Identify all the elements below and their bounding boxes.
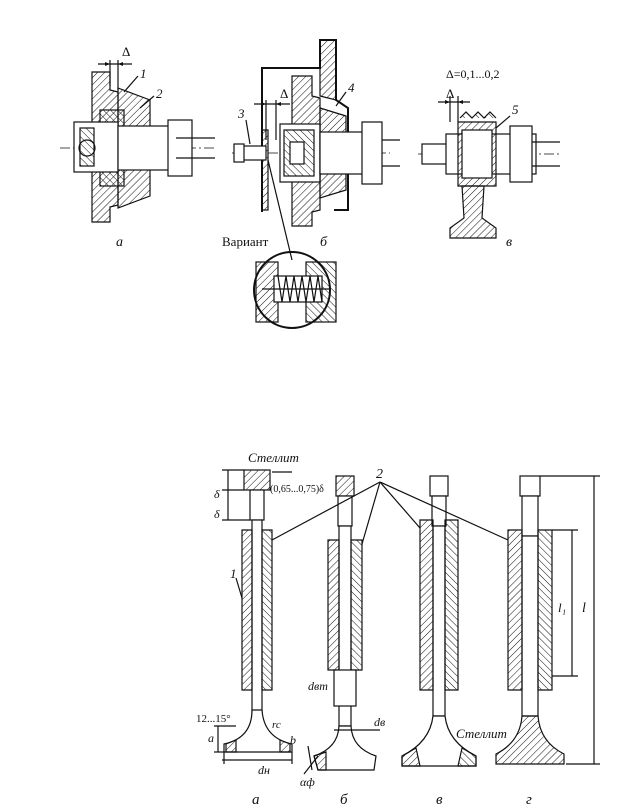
fig-b-assembly bbox=[232, 39, 400, 329]
valve-b-dim: b bbox=[290, 733, 296, 747]
fig-b-variant-label: Вариант bbox=[222, 234, 269, 249]
valve-label-c: в bbox=[436, 792, 443, 808]
fig-b-callout-3: 3 bbox=[237, 106, 245, 121]
valve-angle: 12...15° bbox=[196, 713, 231, 725]
valve-c bbox=[401, 475, 477, 767]
valve-dv: dв bbox=[374, 715, 385, 729]
fig-b-delta: Δ bbox=[280, 86, 288, 101]
fig-b-label: б bbox=[320, 235, 328, 250]
valve-label-d: г bbox=[526, 792, 532, 808]
valve-a-dim: a bbox=[208, 731, 214, 745]
fig-c-label: в bbox=[506, 235, 512, 250]
valve-rc: rc bbox=[272, 719, 281, 731]
valve-dn: dн bbox=[258, 763, 270, 777]
valve-a bbox=[214, 469, 293, 764]
valve-label-b: б bbox=[340, 792, 348, 808]
valve-callout-2: 2 bbox=[376, 467, 383, 482]
valve-dvt: dвт bbox=[308, 679, 328, 693]
fig-a-callout-2: 2 bbox=[156, 86, 163, 101]
top-figure: Δ 1 2 а bbox=[60, 39, 560, 329]
valve-delta-top: δ bbox=[214, 487, 220, 501]
fig-a-assembly bbox=[60, 60, 215, 223]
valve-l-total: l bbox=[582, 601, 586, 616]
valve-stellite-top: Стеллит bbox=[248, 450, 299, 465]
fig-c-delta: Δ bbox=[446, 86, 454, 101]
fig-a-label: а bbox=[116, 235, 123, 250]
valve-d bbox=[495, 475, 600, 765]
valve-delta-bottom: δ bbox=[214, 507, 220, 521]
fig-a-callout-1: 1 bbox=[140, 66, 147, 81]
callout-2-leaders bbox=[271, 481, 509, 545]
fig-b-callout-4: 4 bbox=[348, 80, 355, 95]
valve-l1: l₁ bbox=[558, 600, 566, 615]
fig-c-callout-5: 5 bbox=[512, 102, 519, 117]
fig-a-delta: Δ bbox=[122, 44, 130, 59]
fig-c-delta-range: Δ=0,1...0,2 bbox=[446, 67, 499, 81]
valve-b bbox=[303, 475, 380, 775]
bottom-figure: Стеллит (0,65...0,75)δ δ δ 1 12...15° rc… bbox=[196, 450, 600, 808]
valve-label-a: а bbox=[252, 792, 260, 808]
valve-alpha-f: αф bbox=[300, 775, 315, 789]
fig-c-assembly bbox=[418, 96, 560, 239]
valve-gap-note: (0,65...0,75)δ bbox=[270, 484, 324, 495]
valve-callout-1: 1 bbox=[230, 566, 237, 581]
valve-stellite-bottom: Стеллит bbox=[456, 726, 507, 741]
